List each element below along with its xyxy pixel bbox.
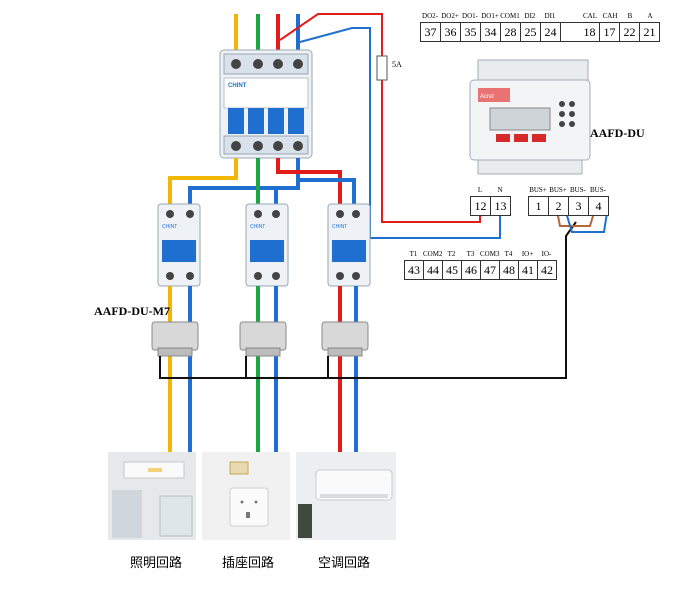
- bottom-header: T2: [447, 250, 456, 258]
- svg-text:CHINT: CHINT: [250, 224, 265, 230]
- top-terminal: 22: [620, 23, 640, 41]
- caption-ac: 空调回路: [318, 556, 371, 571]
- load-light-image: [108, 452, 196, 540]
- fuse-label: 5A: [392, 60, 402, 69]
- bus-header: BUS-: [570, 186, 586, 194]
- top-terminal: 17: [600, 23, 620, 41]
- top-terminal: 35: [461, 23, 481, 41]
- bottom-terminal: 42: [541, 263, 553, 277]
- top-terminal: 34: [481, 23, 501, 41]
- top-terminal: 18: [580, 23, 600, 41]
- bus-header: BUS+: [549, 186, 567, 194]
- power-header: N: [497, 186, 503, 194]
- detector-socket: [239, 321, 287, 357]
- main-incoming-wires: [234, 14, 300, 56]
- bottom-header: T3: [466, 250, 475, 258]
- bottom-header: IO+: [521, 250, 534, 258]
- bottom-terminal: 45: [443, 261, 462, 279]
- top-terminal: [561, 23, 580, 41]
- main-breaker: CHINT: [219, 49, 313, 159]
- caption-lighting: 照明回路: [130, 556, 183, 571]
- bottom-header: COM3: [480, 250, 500, 258]
- bus-wires: [159, 205, 609, 379]
- fuse: [376, 55, 388, 81]
- top-header: DO2+: [441, 12, 459, 20]
- top-header: B: [627, 12, 633, 20]
- load-ac-image: [296, 452, 396, 540]
- device-label: AAFD-DU: [590, 126, 645, 140]
- top-terminal: 25: [521, 23, 541, 41]
- branch-breaker-ac: CHINT: [327, 203, 371, 287]
- bottom-header: T1: [409, 250, 418, 258]
- bottom-header: T4: [504, 250, 513, 258]
- svg-text:CHINT: CHINT: [332, 224, 347, 230]
- bottom-terminal: 48: [500, 261, 519, 279]
- bottom-header: COM2: [423, 250, 443, 258]
- bus-header: BUS-: [590, 186, 606, 194]
- load-wires: [168, 286, 358, 452]
- top-header: DI2: [524, 12, 536, 20]
- power-terminal: 12: [471, 197, 491, 215]
- top-terminal: 36: [441, 23, 461, 41]
- top-header: DO1+: [481, 12, 499, 20]
- top-header: COM1: [500, 12, 520, 20]
- top-header: CAH: [602, 12, 618, 20]
- bottom-header: IO-: [541, 250, 552, 258]
- bus-terminal: 2: [549, 197, 569, 215]
- top-header: DI1: [544, 12, 556, 20]
- bus-terminal: 4: [595, 199, 602, 213]
- power-terminal: 13: [494, 199, 507, 213]
- detector-label: AAFD-DU-M7: [94, 304, 170, 318]
- top-header: DO2-: [422, 12, 438, 20]
- meter-supply-wires: [279, 13, 501, 239]
- bottom-terminal: 44: [424, 261, 443, 279]
- caption-socket: 插座回路: [222, 556, 275, 571]
- detector-lighting: [151, 321, 199, 357]
- branch-breaker-lighting: CHINT: [157, 203, 201, 287]
- top-header: DO1-: [462, 12, 478, 20]
- bus-terminal: 3: [569, 197, 589, 215]
- bus-terminal: 1: [529, 197, 549, 215]
- load-socket-image: [202, 452, 290, 540]
- top-terminal: 28: [501, 23, 521, 41]
- distribution-wires: [168, 158, 356, 206]
- svg-text:CHINT: CHINT: [162, 224, 177, 230]
- top-header: CAL: [583, 12, 597, 20]
- detector-ac: [321, 321, 369, 357]
- meter-brand: Acrel: [480, 94, 494, 100]
- top-header: A: [647, 12, 653, 20]
- top-terminal: 37: [421, 23, 441, 41]
- bottom-terminal: 41: [519, 261, 538, 279]
- svg-text:CHINT: CHINT: [228, 83, 247, 89]
- bottom-terminal: 46: [462, 261, 481, 279]
- bottom-terminal: 47: [481, 261, 500, 279]
- meter-device: Acrel: [469, 59, 591, 175]
- bottom-terminal: 43: [405, 261, 424, 279]
- bus-header: BUS+: [529, 186, 547, 194]
- power-header: L: [477, 186, 483, 194]
- branch-breaker-socket: CHINT: [245, 203, 289, 287]
- top-terminal: 21: [643, 25, 656, 39]
- top-terminal: 24: [541, 23, 561, 41]
